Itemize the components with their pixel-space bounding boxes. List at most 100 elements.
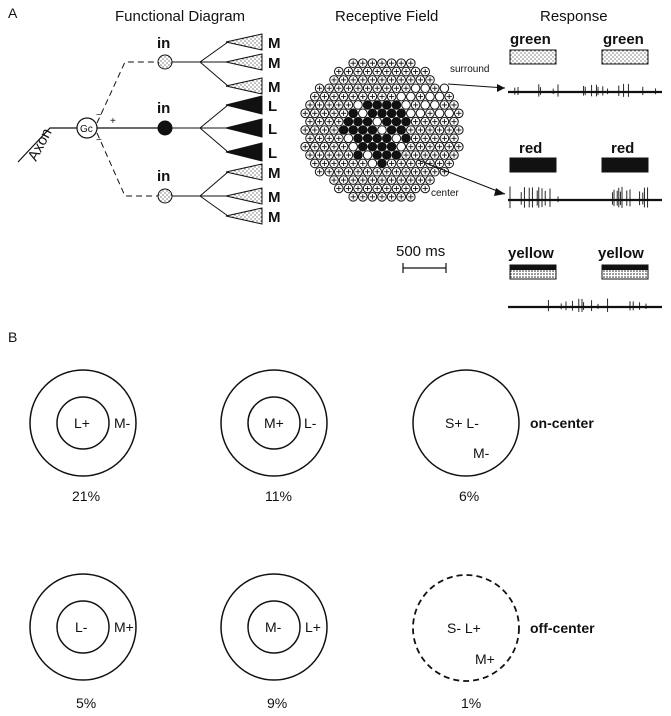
mosaic-cone-black [391,100,402,110]
response-trace-green [508,83,662,97]
mosaic-cone-black [367,108,378,119]
mosaic-cone-black [362,116,373,127]
mosaic-cone-black [391,150,402,160]
mosaic-cone-plus [338,75,349,85]
mosaic-cone-plus [348,192,359,202]
mosaic-cone-plus [401,183,411,194]
mosaic-cone-black [377,141,387,152]
mosaic-cone-plus [343,66,354,77]
mosaic-cone-plus [386,58,397,68]
rf-1-pct: 21% [72,488,100,504]
cone-label-bot-2: M [268,189,281,206]
mosaic-cone-plus [406,141,416,152]
mosaic-cone-plus [406,125,416,135]
mosaic-cone-black [386,141,397,152]
mosaic-cone-plus [338,158,349,169]
stim-bar-red-2 [601,157,649,173]
rf-6-center: S- L+ [447,620,481,636]
mosaic-cone-open [434,108,445,119]
mosaic-cone-plus [391,66,402,77]
mosaic-cone-plus [358,158,368,169]
mosaic-cone-black [353,133,363,144]
mosaic-cone-plus [348,158,359,169]
mosaic-cone-plus [334,150,344,160]
mosaic-cone-plus [396,58,407,68]
mosaic-cone-plus [310,141,320,152]
mosaic-cone-plus [415,75,426,85]
mosaic-cone-plus [410,66,421,77]
mosaic-cone-plus [410,150,421,160]
mosaic-cone-plus [300,108,311,119]
mosaic-cone-open [444,108,455,119]
mosaic-cone-plus [305,100,315,110]
rf-1-inner [56,396,110,450]
mosaic-cone-plus [454,141,464,152]
mosaic-cone-plus [329,75,339,85]
mosaic-cone-plus [319,108,330,119]
rf-4-outer [29,573,137,681]
mosaic-cone-black [353,150,363,160]
cone-m-2 [225,53,263,71]
rf-5-surround: L+ [305,619,321,635]
mosaic-cone-black [401,116,411,127]
mosaic-cone-plus [382,83,392,94]
interneuron-middle [157,120,173,136]
surround-label: surround [450,64,489,75]
stim-label-yellow-2: yellow [598,245,644,262]
mosaic-cone-plus [310,125,320,135]
mosaic-cone-plus [314,83,325,94]
cone-label-mid-3: L [268,145,277,162]
mosaic-cone-plus [358,75,368,85]
mosaic-cone-black [348,108,359,119]
mosaic-cone-open [439,83,450,94]
rf-5-outer [220,573,328,681]
mosaic-cone-plus [406,192,416,202]
mosaic-cone-open [420,100,431,110]
cone-m-6 [225,207,263,225]
mosaic-cone-open [362,150,373,160]
cone-l-2 [225,118,263,138]
mosaic-cone-plus [434,158,445,169]
mosaic-cone-plus [420,183,431,194]
mosaic-cone-black [358,141,368,152]
mosaic-cone-black [367,125,378,135]
stim-bar-yellow-2-band [602,265,648,270]
mosaic-cone-plus [439,133,450,144]
mosaic-cone-plus [386,175,397,185]
in-label-bottom: in [157,168,170,185]
mosaic-cone-plus [305,150,315,160]
mosaic-cone-black [377,158,387,169]
mosaic-cone-black [386,108,397,119]
mosaic-cone-plus [401,166,411,177]
mosaic-cone-plus [372,166,383,177]
in-label-middle: in [157,100,170,117]
cone-l-3 [225,142,263,162]
mosaic-cone-plus [324,116,335,127]
mosaic-cone-plus [329,125,339,135]
rf-1-surround: M- [114,415,131,431]
rf-6-pct: 1% [461,695,481,711]
rf-2-outer [220,369,328,477]
mosaic-cone-plus [319,91,330,102]
mosaic-cone-plus [343,166,354,177]
rf-5-pct: 9% [267,695,287,711]
mosaic-cone-plus [415,158,426,169]
mosaic-cone-plus [314,100,325,110]
mosaic-cone-plus [314,116,325,127]
mosaic-cone-plus [310,91,320,102]
mosaic-cone-black [353,116,363,127]
mosaic-cone-plus [362,83,373,94]
mosaic-cone-plus [439,150,450,160]
mosaic-cone-open [396,141,407,152]
axon-line [17,127,78,163]
mosaic-cone-open [430,100,440,110]
mosaic-cone-open [358,108,368,119]
rf-5-inner [247,600,301,654]
gc-minus-top: − [96,110,102,121]
stim-bar-green-2 [601,49,649,65]
mosaic-cone-plus [391,166,402,177]
mosaic-cone-plus [372,83,383,94]
cone-label-top-3: M [268,79,281,96]
bottom-dashed-connection [96,132,160,197]
mosaic-cone-plus [377,192,387,202]
